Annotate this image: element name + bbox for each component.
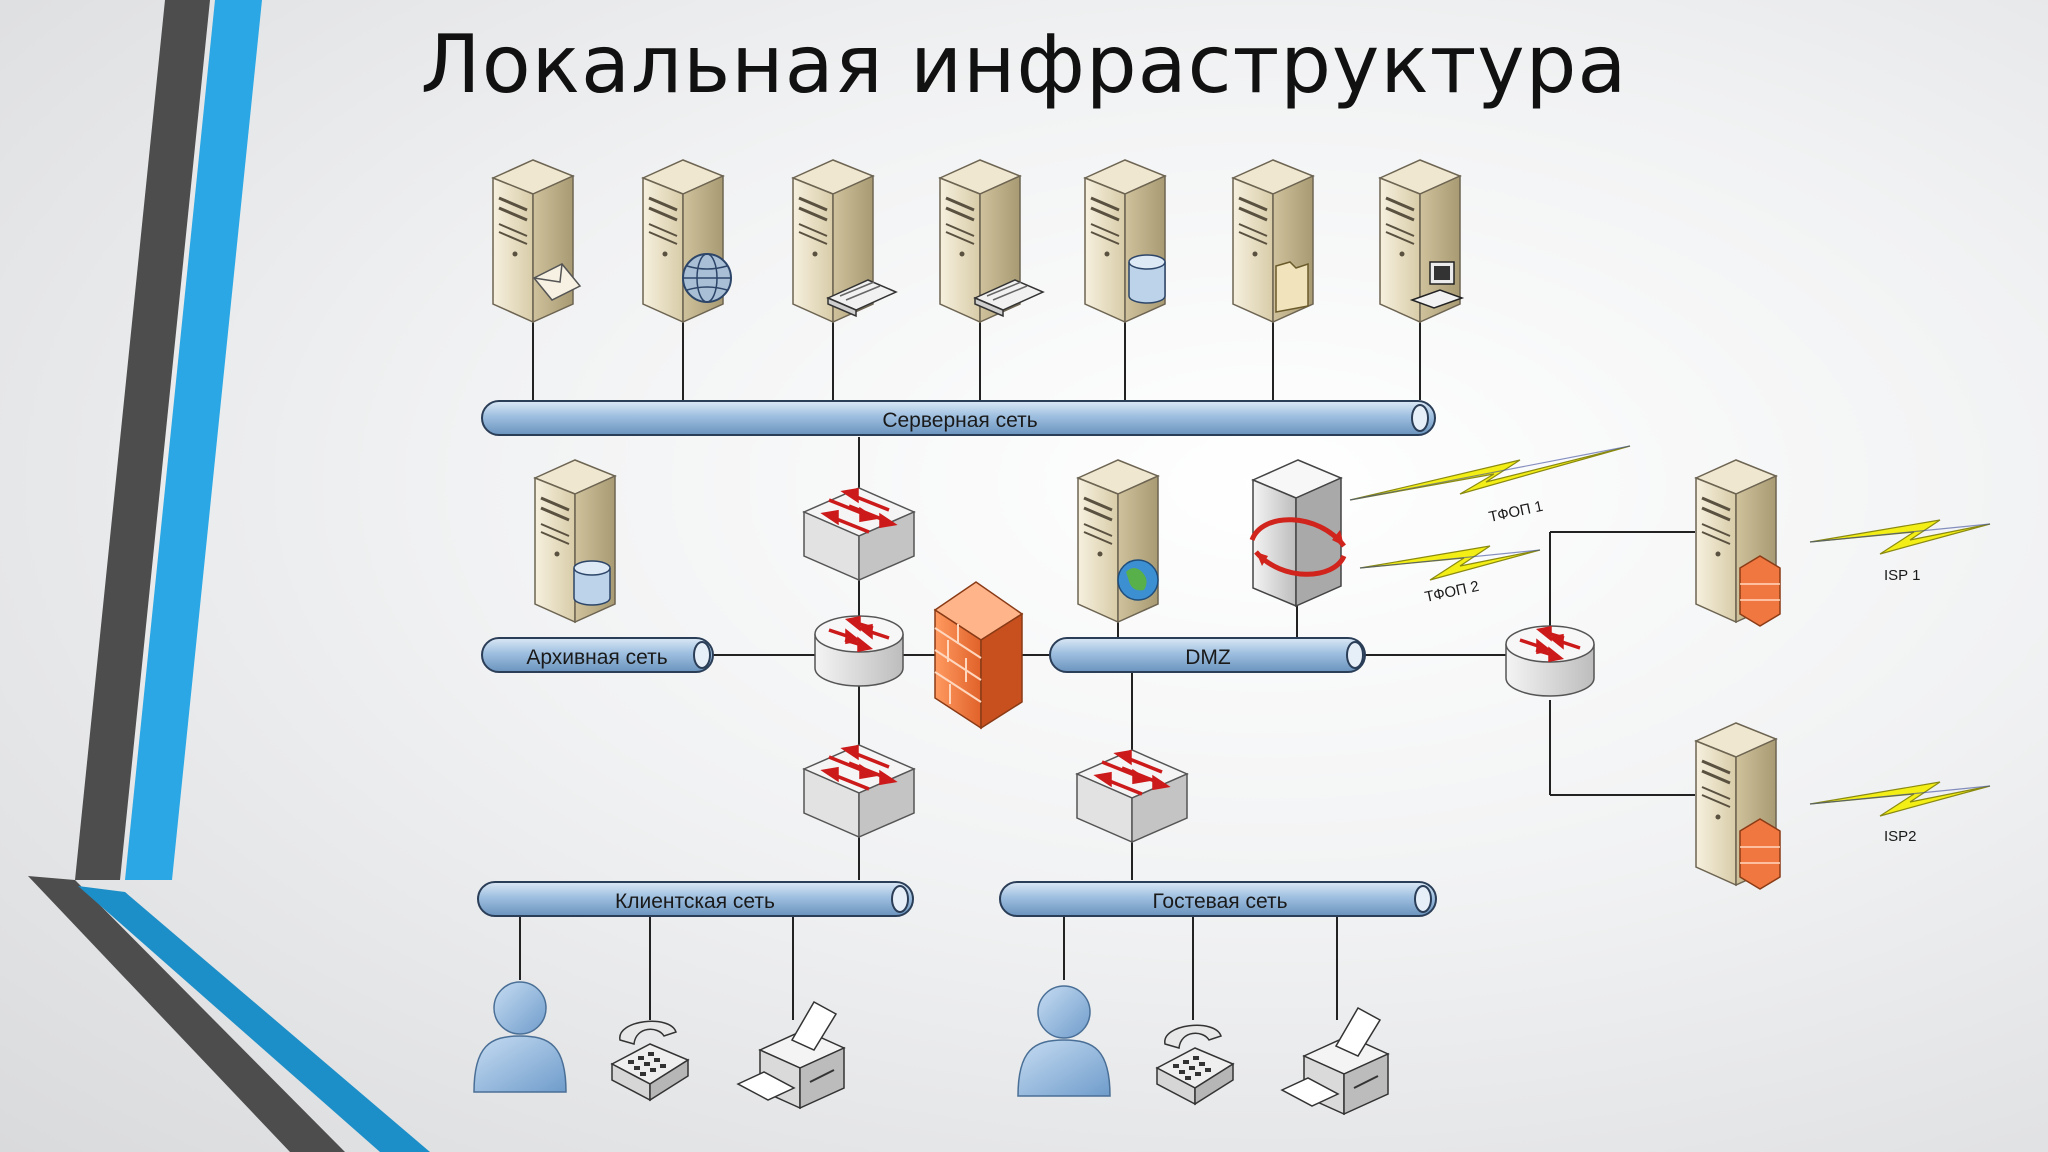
folder-icon	[1275, 261, 1309, 313]
isp2-label: ISP2	[1884, 828, 1917, 845]
file-server[interactable]	[1231, 158, 1315, 324]
firewall-icon-isp2	[1739, 818, 1781, 890]
client-printer[interactable]	[737, 1001, 845, 1109]
dmz-web-server[interactable]	[1076, 458, 1160, 624]
dmz-network-bus[interactable]: DMZ	[1049, 637, 1366, 673]
guest-switch[interactable]	[1075, 748, 1189, 844]
isp1-server[interactable]	[1694, 458, 1781, 627]
database-icon-archive	[573, 560, 611, 606]
globe-icon	[682, 253, 732, 303]
globe-icon-dmz	[1117, 559, 1159, 601]
edge-router[interactable]	[1504, 624, 1596, 698]
firewall-icon-isp1	[1739, 555, 1781, 627]
dmz-network-label: DMZ	[1185, 646, 1231, 669]
scanner-icon-2	[973, 279, 1045, 318]
mail-icon	[532, 263, 582, 301]
firewall[interactable]	[933, 581, 1024, 730]
pstn2-label: ТФОП 2	[1423, 578, 1480, 606]
client-switch[interactable]	[802, 743, 916, 839]
guest-network-label: Гостевая сеть	[1152, 890, 1287, 913]
workstation-server[interactable]	[1378, 158, 1465, 324]
pstn1-label: ТФОП 1	[1487, 498, 1544, 526]
isp1-link[interactable]: ISP 1	[1809, 519, 1991, 584]
mail-server[interactable]	[491, 158, 582, 324]
computer-icon	[1409, 261, 1465, 309]
scanner-server-2[interactable]	[938, 158, 1045, 324]
client-user[interactable]	[473, 981, 567, 1093]
archive-network-label: Архивная сеть	[526, 646, 667, 669]
server-switch[interactable]	[802, 486, 916, 582]
guest-user[interactable]	[1017, 985, 1111, 1097]
core-router[interactable]	[813, 614, 905, 688]
guest-phone[interactable]	[1156, 1024, 1234, 1105]
database-icon	[1128, 254, 1166, 304]
guest-network-bus[interactable]: Гостевая сеть	[999, 881, 1437, 917]
scanner-icon	[826, 279, 898, 318]
archive-network-bus[interactable]: Архивная сеть	[481, 637, 714, 673]
client-network-bus[interactable]: Клиентская сеть	[477, 881, 914, 917]
isp2-server[interactable]	[1694, 721, 1781, 890]
sync-icon	[1249, 517, 1347, 577]
left-decoration	[28, 0, 430, 1152]
isp1-label: ISP 1	[1884, 567, 1920, 584]
pbx-server[interactable]	[1249, 459, 1347, 608]
guest-printer[interactable]	[1281, 1007, 1389, 1115]
server-network-label: Серверная сеть	[882, 409, 1037, 432]
server-network-bus[interactable]: Серверная сеть	[481, 400, 1436, 436]
pstn2-link[interactable]: ТФОП 2	[1359, 545, 1541, 606]
archive-server[interactable]	[533, 458, 617, 624]
database-server[interactable]	[1083, 158, 1167, 324]
web-server[interactable]	[641, 158, 732, 324]
client-network-label: Клиентская сеть	[615, 890, 775, 913]
isp2-link[interactable]: ISP2	[1809, 781, 1991, 845]
scanner-server-1[interactable]	[791, 158, 898, 324]
pstn1-link[interactable]: ТФОП 1	[1349, 445, 1631, 526]
client-phone[interactable]	[611, 1020, 689, 1101]
page-title: Локальная инфраструктура	[420, 18, 1628, 111]
